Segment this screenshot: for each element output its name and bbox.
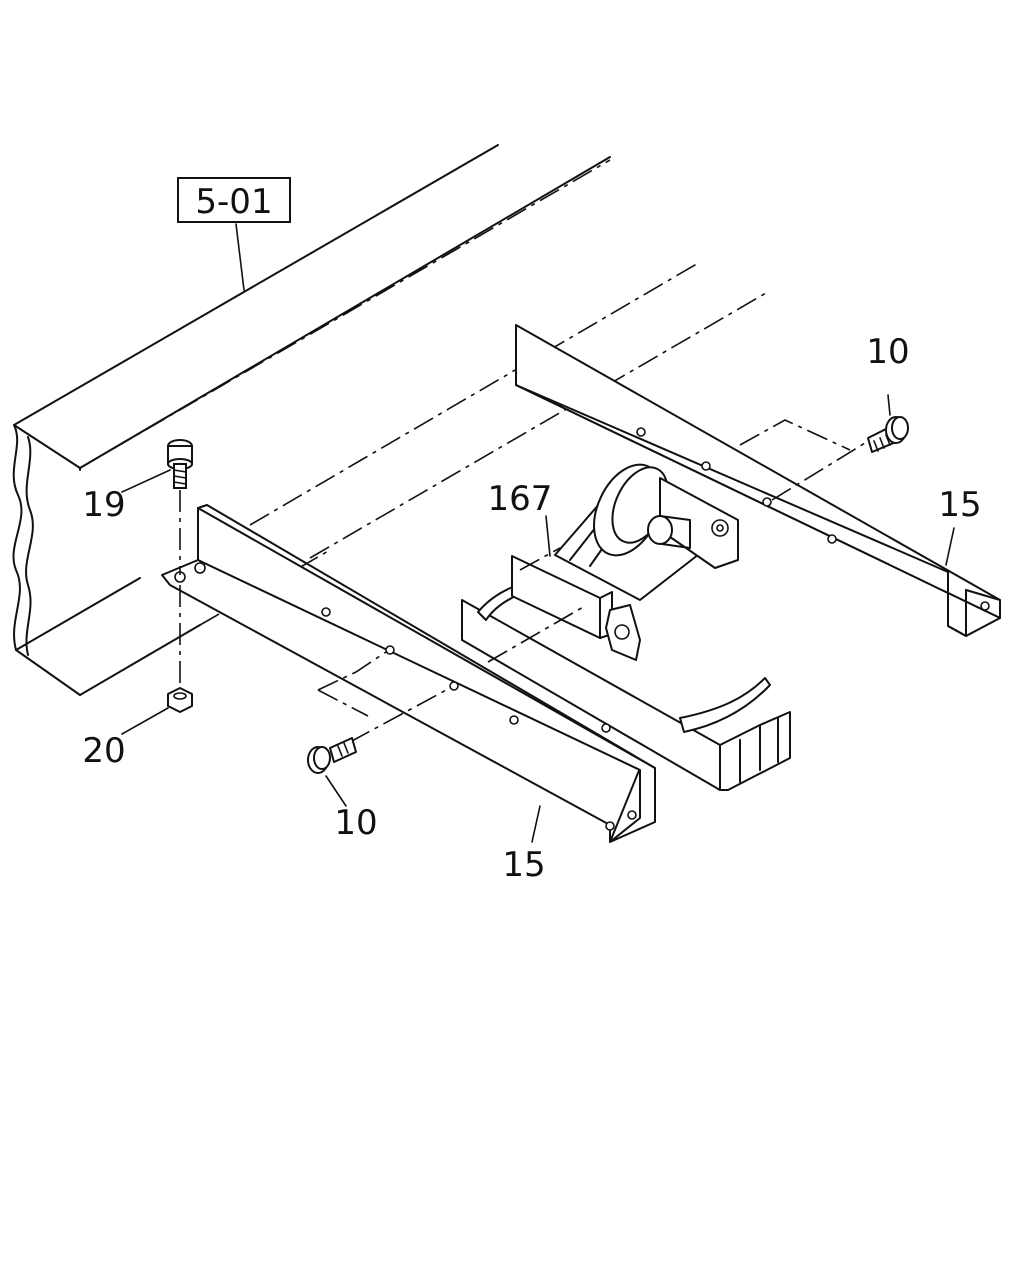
callout-nut-left: 20 [82, 731, 125, 771]
callout-hanger-assembly: 167 [488, 479, 553, 519]
hanger-assembly [461, 463, 791, 791]
bracket-right [515, 324, 1001, 637]
reference-box-5-01: 5-01 [177, 177, 291, 291]
reference-label: 5-01 [195, 182, 272, 222]
callout-bolt-lower: 10 [334, 803, 377, 843]
callout-bracket-right: 15 [938, 485, 981, 525]
frame-rail [12, 144, 767, 696]
callout-bracket-lower: 15 [502, 845, 545, 885]
callout-bolt-top-right: 10 [866, 332, 909, 372]
callout-bolt-upper-left: 19 [82, 485, 125, 525]
bolt-upper-left [121, 439, 193, 575]
nut-left [121, 585, 193, 735]
leader-lines [531, 515, 955, 843]
bolt-lower [307, 687, 451, 807]
bolt-top-right [771, 394, 909, 501]
bracket-lower [161, 504, 656, 843]
